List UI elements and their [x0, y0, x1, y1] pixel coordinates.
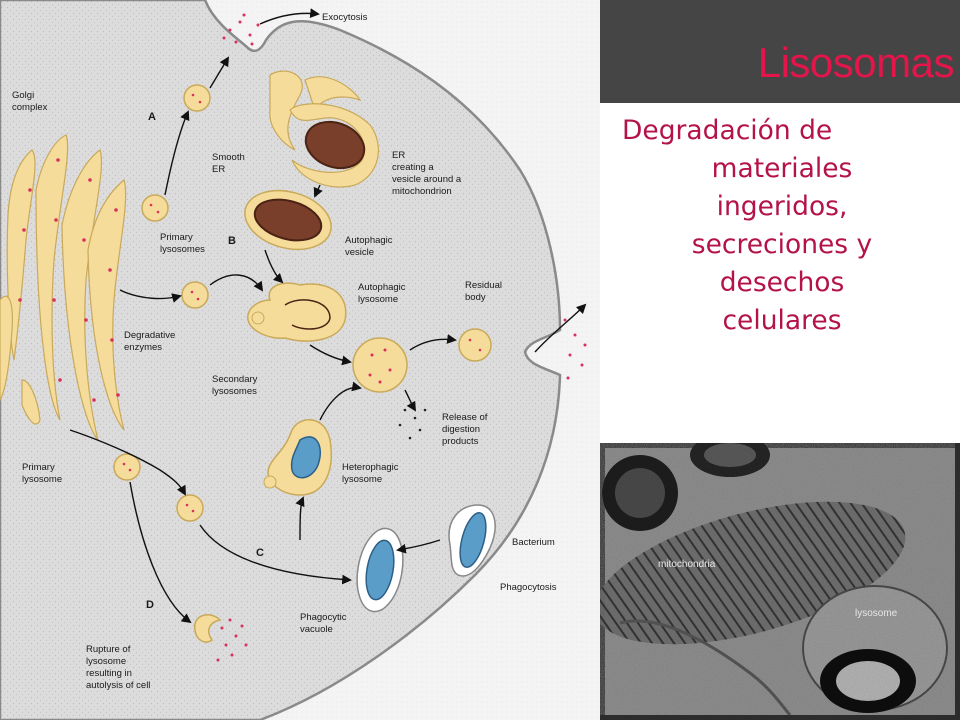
- label-degradative-2: enzymes: [124, 342, 162, 353]
- label-release-1: Release of: [442, 412, 488, 423]
- cell-membrane: [0, 0, 562, 720]
- label-secondary-1: Secondary: [212, 374, 258, 385]
- label-primary-lysosomes-2: lysosomes: [160, 244, 205, 255]
- diagram-svg: Exocytosis Golgi complex Smooth ER ER cr…: [0, 0, 600, 720]
- label-primary-lysosome-2: lysosome: [22, 474, 62, 485]
- description-line: celulares: [722, 305, 842, 336]
- golgi-complex: [0, 134, 127, 441]
- label-primary-lysosomes-1: Primary: [160, 232, 193, 243]
- micro-label-lysosome: lysosome: [855, 608, 898, 619]
- description-line: Degradación de: [622, 115, 833, 146]
- label-phagocytic-1: Phagocytic: [300, 612, 347, 623]
- secondary-lysosome: [352, 337, 408, 393]
- label-rupture-1: Rupture of: [86, 644, 131, 655]
- description-line: materiales: [711, 153, 853, 184]
- phagocytic-vacuole: [356, 527, 404, 613]
- label-rupture-4: autolysis of cell: [86, 680, 150, 691]
- description-text: Degradación de materiales ingeridos, sec…: [612, 112, 952, 340]
- label-autophagic-lysosome-2: lysosome: [358, 294, 398, 305]
- label-secondary-2: lysosomes: [212, 386, 257, 397]
- label-path-c: C: [256, 547, 264, 559]
- label-golgi-2: complex: [12, 102, 48, 113]
- micro-label-mitochondria: mitochondria: [658, 559, 716, 570]
- electron-micrograph: mitochondria lysosome: [600, 443, 960, 720]
- label-er-3: vesicle around a: [392, 174, 462, 185]
- micro-dark-body-2-center: [704, 443, 756, 467]
- label-path-b: B: [228, 235, 236, 247]
- heterophagic-lysosome: [263, 419, 332, 496]
- description-line: desechos: [719, 267, 845, 298]
- label-autophagic-lysosome-1: Autophagic: [358, 282, 406, 293]
- mitochondrion-1: [304, 120, 366, 170]
- label-smooth-2: ER: [212, 164, 225, 175]
- label-rupture-2: lysosome: [86, 656, 126, 667]
- golgi-dots: [18, 158, 120, 402]
- smooth-er: [269, 70, 379, 188]
- label-heterophagic-1: Heterophagic: [342, 462, 399, 473]
- slide-title: Lisosomas: [757, 39, 955, 86]
- label-er-4: mitochondrion: [392, 186, 452, 197]
- primary-lysosome-vesicles: [113, 84, 211, 522]
- title-bar: Lisosomas: [600, 0, 960, 103]
- label-exocytosis: Exocytosis: [322, 12, 368, 23]
- bacterium: [448, 504, 496, 577]
- label-phagocytosis: Phagocytosis: [500, 582, 557, 593]
- ruptured-lysosome: [194, 614, 222, 643]
- label-release-2: digestion: [442, 424, 480, 435]
- autophagic-lysosome: [247, 282, 347, 342]
- micrograph-svg: mitochondria lysosome: [600, 443, 960, 720]
- micro-lysosome-center: [836, 661, 900, 701]
- label-path-a: A: [148, 111, 156, 123]
- pathway-arrows: [69, 8, 587, 624]
- label-degradative-1: Degradative: [124, 330, 175, 341]
- label-release-3: products: [442, 436, 479, 447]
- mitochondrion-2: [244, 189, 332, 251]
- label-heterophagic-2: lysosome: [342, 474, 382, 485]
- label-er-1: ER: [392, 150, 405, 161]
- micro-dark-body-1-center: [615, 468, 665, 518]
- label-phagocytic-2: vacuole: [300, 624, 333, 635]
- label-autophagic-vesicle-2: vesicle: [345, 247, 374, 258]
- description-line: ingeridos,: [716, 191, 848, 222]
- enzyme-dots: [122, 13, 587, 662]
- label-autophagic-vesicle-1: Autophagic: [345, 235, 393, 246]
- micro-membrane: [619, 619, 792, 716]
- digestion-products-dots: [398, 408, 427, 440]
- lysosome-diagram: Exocytosis Golgi complex Smooth ER ER cr…: [0, 0, 600, 720]
- label-path-d: D: [146, 599, 154, 611]
- label-rupture-3: resulting in: [86, 668, 132, 679]
- label-bacterium: Bacterium: [512, 537, 555, 548]
- label-residual-1: Residual: [465, 280, 502, 291]
- description-line: secreciones y: [691, 229, 873, 260]
- label-smooth-1: Smooth: [212, 152, 245, 163]
- label-primary-lysosome-1: Primary: [22, 462, 55, 473]
- label-golgi-1: Golgi: [12, 90, 34, 101]
- label-residual-2: body: [465, 292, 486, 303]
- label-er-2: creating a: [392, 162, 434, 173]
- residual-body: [458, 328, 492, 362]
